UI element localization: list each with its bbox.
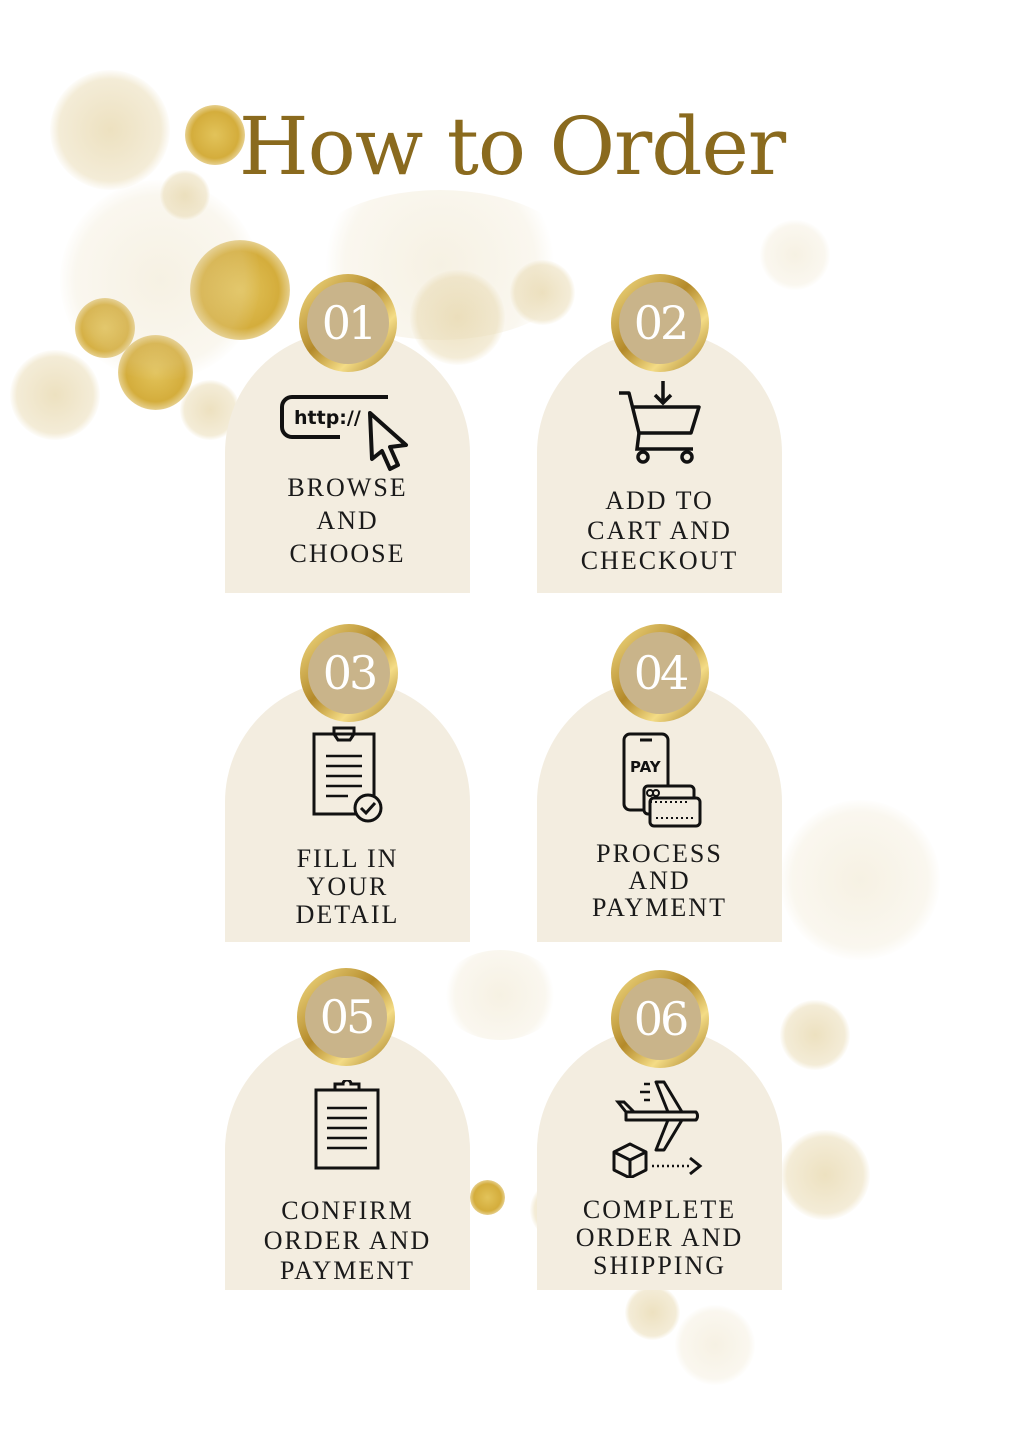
step-badge-2: 02 bbox=[611, 274, 709, 372]
step-badge-5: 05 bbox=[297, 968, 395, 1066]
clipboard-check-icon bbox=[312, 726, 382, 823]
step-label-line: CHOOSE bbox=[289, 539, 406, 568]
step-card-6: COMPLETE ORDER AND SHIPPING bbox=[537, 1028, 782, 1290]
step-label-line: PROCESS bbox=[596, 839, 723, 868]
step-badge-3: 03 bbox=[300, 624, 398, 722]
pay-text: PAY bbox=[630, 758, 662, 776]
step-label-line: YOUR bbox=[306, 872, 389, 901]
step-label-line: CART AND bbox=[587, 516, 732, 545]
step-number: 01 bbox=[307, 282, 389, 364]
step-card-5: CONFIRM ORDER AND PAYMENT bbox=[225, 1028, 470, 1290]
cart-icon bbox=[618, 381, 701, 464]
step-card-1: http:// BROWSE AND CHOOSE bbox=[225, 331, 470, 593]
step-number: 06 bbox=[619, 978, 701, 1060]
step-badge-6: 06 bbox=[611, 970, 709, 1068]
step-label-line: CONFIRM bbox=[281, 1196, 414, 1225]
step-label-line: SHIPPING bbox=[592, 1251, 727, 1280]
plane-package-icon bbox=[612, 1080, 702, 1178]
step-number: 03 bbox=[308, 632, 390, 714]
step-label-line: ORDER AND bbox=[263, 1226, 432, 1255]
step-label-line: PAYMENT bbox=[592, 893, 727, 922]
step-badge-1: 01 bbox=[299, 274, 397, 372]
step-label-line: ADD TO bbox=[605, 486, 714, 515]
page-title: How to Order bbox=[238, 100, 786, 193]
step-label-line: ORDER AND bbox=[575, 1223, 744, 1252]
step-label-line: COMPLETE bbox=[582, 1195, 737, 1224]
step-label-line: CHECKOUT bbox=[580, 546, 739, 575]
step-badge-4: 04 bbox=[611, 624, 709, 722]
step-label-line: AND bbox=[628, 866, 691, 895]
browser-cursor-icon: http:// bbox=[279, 395, 408, 471]
step-label-line: FILL IN bbox=[296, 844, 399, 873]
step-label-line: AND bbox=[316, 506, 379, 535]
step-card-3: FILL IN YOUR DETAIL bbox=[225, 680, 470, 942]
phone-pay-icon: PAY bbox=[622, 732, 701, 828]
step-card-2: ADD TO CART AND CHECKOUT bbox=[537, 331, 782, 593]
step-number: 04 bbox=[619, 632, 701, 714]
step-label-line: PAYMENT bbox=[280, 1256, 415, 1285]
step-label-line: BROWSE bbox=[287, 473, 408, 502]
url-text: http:// bbox=[294, 407, 361, 429]
step-card-4: PAY PROCESS AND PAYMENT bbox=[537, 680, 782, 942]
step-number: 02 bbox=[619, 282, 701, 364]
step-number: 05 bbox=[305, 976, 387, 1058]
clipboard-icon bbox=[314, 1080, 379, 1170]
step-label-line: DETAIL bbox=[295, 900, 400, 929]
